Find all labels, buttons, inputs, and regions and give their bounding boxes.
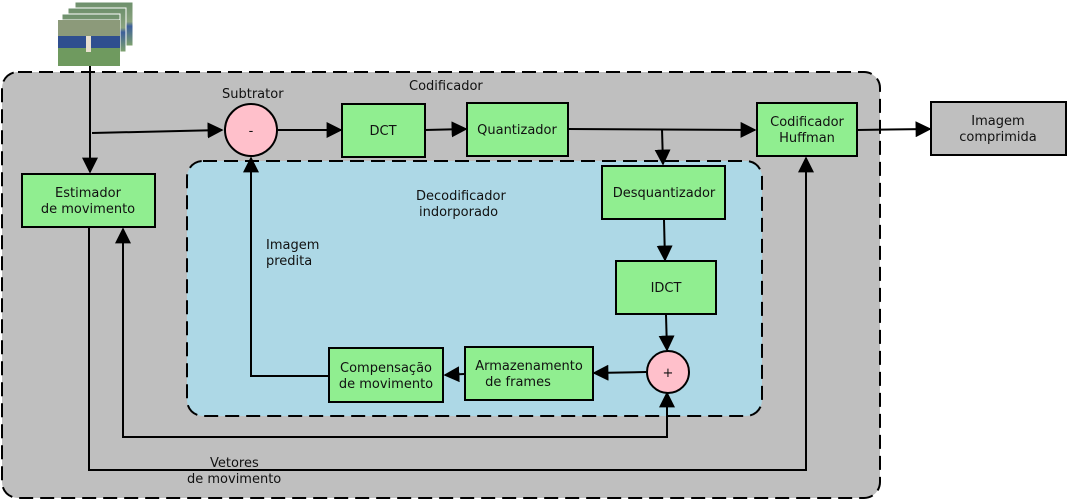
- idct-label: IDCT: [651, 281, 682, 296]
- motion-comp-label-line2: de movimento: [339, 377, 433, 392]
- quantizer-label: Quantizador: [477, 123, 557, 138]
- dct-label: DCT: [369, 124, 396, 139]
- output-label-line2: comprimida: [959, 130, 1036, 145]
- output-label-line1: Imagem: [971, 114, 1024, 129]
- motion-estimator-block: [21, 173, 156, 228]
- subtractor-circle: [224, 103, 278, 157]
- motion-comp-label-line1: Compensação: [340, 361, 432, 376]
- frame-storage-label-line1: Armazenamento: [475, 359, 583, 374]
- huffman-label-line1: Codificador: [770, 115, 844, 130]
- dct-block: [341, 103, 426, 158]
- subtractor-sign: -: [249, 124, 254, 139]
- frame-storage-label-line2: de frames: [485, 375, 551, 390]
- motion-comp-block: [328, 347, 444, 403]
- connections: [82, 66, 932, 471]
- vectors-label-line2: de movimento: [187, 472, 281, 487]
- output-block: [930, 101, 1067, 156]
- decoder-label-line1: Decodificador: [416, 189, 506, 204]
- predicted-label-line2: predita: [266, 254, 312, 269]
- encoder-label: Codificador: [409, 79, 483, 94]
- motion-estimator-label-line2: de movimento: [41, 202, 135, 217]
- quantizer-block: [466, 102, 569, 157]
- dequantizer-label: Desquantizador: [613, 186, 716, 201]
- dequantizer-block: [601, 165, 726, 220]
- subtractor-label: Subtrator: [222, 87, 284, 102]
- idct-block: [615, 260, 717, 315]
- huffman-label-line2: Huffman: [779, 131, 835, 146]
- adder-sign: +: [663, 366, 674, 381]
- adder-circle: [646, 350, 690, 394]
- video-frames-icon: [57, 1, 134, 67]
- decoder-label-line2: indorporado: [419, 205, 498, 220]
- huffman-block: [756, 102, 858, 157]
- frame-storage-block: [464, 346, 594, 401]
- vectors-label-line1: Vetores: [210, 456, 259, 471]
- motion-estimator-label-line1: Estimador: [55, 186, 122, 201]
- predicted-label-line1: Imagem: [266, 238, 319, 253]
